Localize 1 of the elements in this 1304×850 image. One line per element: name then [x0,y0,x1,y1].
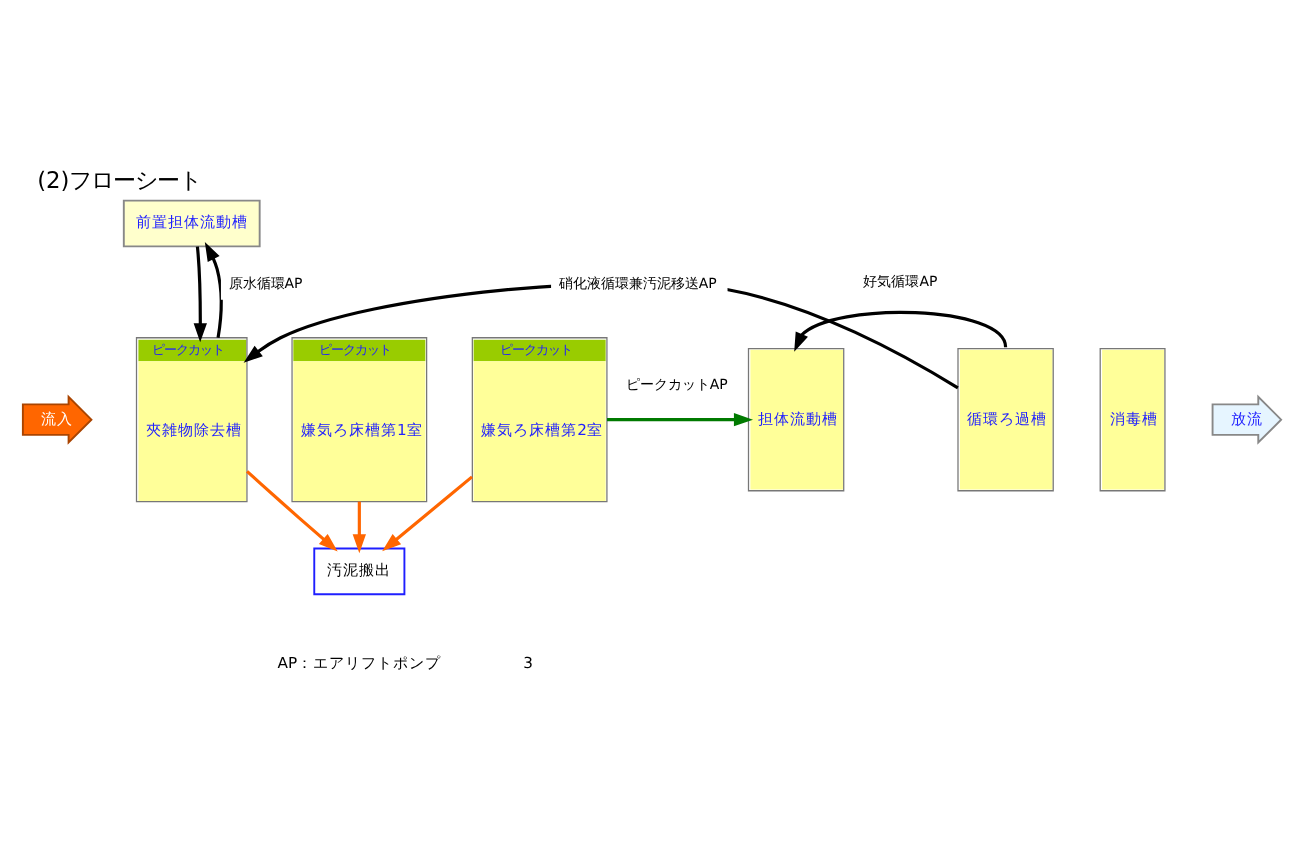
diagram-title: (2)フローシート [37,165,202,194]
